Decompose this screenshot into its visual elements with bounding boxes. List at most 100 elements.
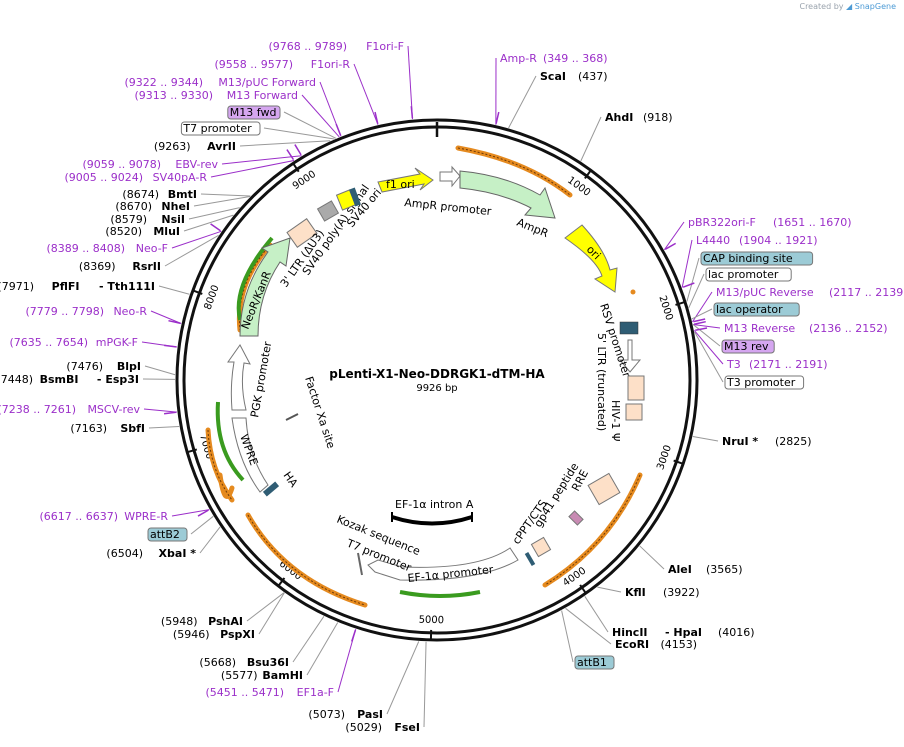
ampr-label: AmpR: [515, 216, 551, 240]
plasmid-name: pLenti-X1-Neo-DDRGK1-dTM-HA: [329, 367, 545, 381]
primer-name: SV40pA-R: [153, 171, 208, 184]
leader-line: [639, 545, 665, 570]
site-name: XbaI *: [159, 547, 197, 560]
feature-tag-box: [227, 105, 281, 120]
ltr3-box: [286, 218, 318, 248]
primer-name: mPGK-F: [96, 336, 138, 349]
feature-tag-box: [147, 527, 188, 542]
feature-tag-label: lac operator: [716, 303, 783, 316]
site-name: NruI *: [722, 435, 758, 448]
site-name: AhdI: [605, 111, 633, 124]
site-name-2: - Esp3I: [97, 373, 139, 386]
orf-arcs-inner: [207, 147, 641, 606]
site-name: BlpI: [117, 360, 141, 373]
pgk-promoter-arrow: [227, 344, 251, 411]
label-left-11: NsiI(8579): [110, 213, 185, 226]
label-left-13: Neo-F(8389 .. 8408): [46, 242, 168, 255]
leader-line: [190, 515, 214, 535]
feature-tag-label: M13 rev: [724, 340, 769, 353]
primer-site-mark: [286, 149, 295, 161]
feature-tag-box: [724, 375, 805, 390]
leader-line: [353, 63, 379, 125]
leader-line: [158, 285, 190, 295]
coords: (5451 .. 5471): [205, 686, 284, 699]
label-left-30: PasI (5073): [308, 708, 383, 721]
plasmid-length: 9926 bp: [416, 383, 457, 394]
feature-tag-label: lac promoter: [708, 268, 779, 281]
feature-tag-label: T3 promoter: [726, 376, 796, 389]
attb1-mark: [524, 551, 536, 567]
leader-line: [292, 616, 325, 663]
coords: (1904 .. 1921): [739, 234, 818, 247]
leader-line: [283, 111, 337, 139]
leader-line: [171, 509, 210, 517]
leader-line: [150, 310, 182, 324]
leader-line: [584, 596, 609, 633]
rsv-promoter-arrow: [618, 339, 642, 373]
label-left-10: NheI(8670): [115, 200, 190, 213]
primer-site-mark: [664, 242, 677, 250]
site-name: PasI: [357, 708, 383, 721]
site-name: ScaI: [540, 70, 566, 83]
label-left-8: SV40pA-R(9005 .. 9024): [64, 171, 207, 184]
ampr-promoter-arrow: [439, 165, 461, 188]
label-left-3: M13 Forward(9313 .. 9330): [134, 89, 298, 102]
primer-name: M13/pUC Forward: [218, 76, 316, 89]
leader-line: [692, 436, 719, 442]
label-right-0: Amp-R(349 .. 368): [500, 52, 608, 65]
credit-prefix: Created by: [799, 2, 844, 11]
leader-line: [692, 324, 721, 347]
leader-line: [188, 207, 240, 220]
label-right-6: lac promoter: [705, 267, 792, 282]
primer-name: F1ori-F: [366, 40, 404, 53]
coords: (4153): [661, 638, 698, 651]
site-name: PspXI: [220, 628, 255, 641]
leader-line: [263, 127, 335, 140]
ef1a-intron-bar: [391, 515, 473, 526]
rre-box: [587, 472, 621, 506]
coords: (5946): [173, 628, 210, 641]
neor-arrow: [239, 237, 291, 337]
coords: (2825): [775, 435, 812, 448]
leader-line: [423, 641, 427, 728]
label-right-14: AleI(3565): [668, 563, 743, 576]
tick-mark: [675, 301, 686, 306]
coords: (7476): [66, 360, 103, 373]
label-left-5: T7 promoter: [180, 121, 261, 136]
hiv-psi-box: [625, 403, 643, 421]
site-name-2: - Tth111I: [99, 280, 155, 293]
label-left-2: M13/pUC Forward (9322 .. 9344): [124, 76, 316, 89]
site-name: FseI: [394, 721, 420, 734]
ha-label: HA: [281, 469, 301, 490]
coords: (5029): [345, 721, 382, 734]
primer-site-mark: [164, 344, 177, 348]
primer-site-mark: [410, 106, 414, 119]
label-left-7: EBV-rev(9059 .. 9078): [82, 158, 218, 171]
coords: (5073): [308, 708, 345, 721]
feature-tag-box: [721, 339, 775, 354]
hiv-psi-label: HIV-1 Ψ: [609, 400, 622, 442]
primer-name: L4440: [696, 234, 730, 247]
leader-line: [688, 273, 705, 308]
leader-line: [148, 425, 180, 429]
primer-site-mark: [695, 327, 708, 332]
coords: (9322 .. 9344): [124, 76, 203, 89]
leader-line: [193, 196, 251, 207]
coords: (2136 .. 2152): [809, 322, 888, 335]
coords: (3565): [706, 563, 743, 576]
leader-line: [306, 622, 339, 676]
coords: (8389 .. 8408): [46, 242, 125, 255]
label-left-14: RsrII(8369): [79, 260, 161, 273]
coords: (6617 .. 6637): [39, 510, 118, 523]
site-name-2: - HpaI: [665, 626, 702, 639]
label-left-21: SbfI(7163): [70, 422, 145, 435]
tick-mark: [673, 459, 684, 465]
label-right-12: T3 promoter: [724, 375, 805, 390]
leader-line: [164, 234, 219, 267]
feature-tag-label: attB2: [150, 528, 180, 541]
primer-name: T3: [726, 358, 741, 371]
coords: (8369): [79, 260, 116, 273]
primer-site-mark: [335, 123, 342, 136]
primer-name: EBV-rev: [175, 158, 218, 171]
